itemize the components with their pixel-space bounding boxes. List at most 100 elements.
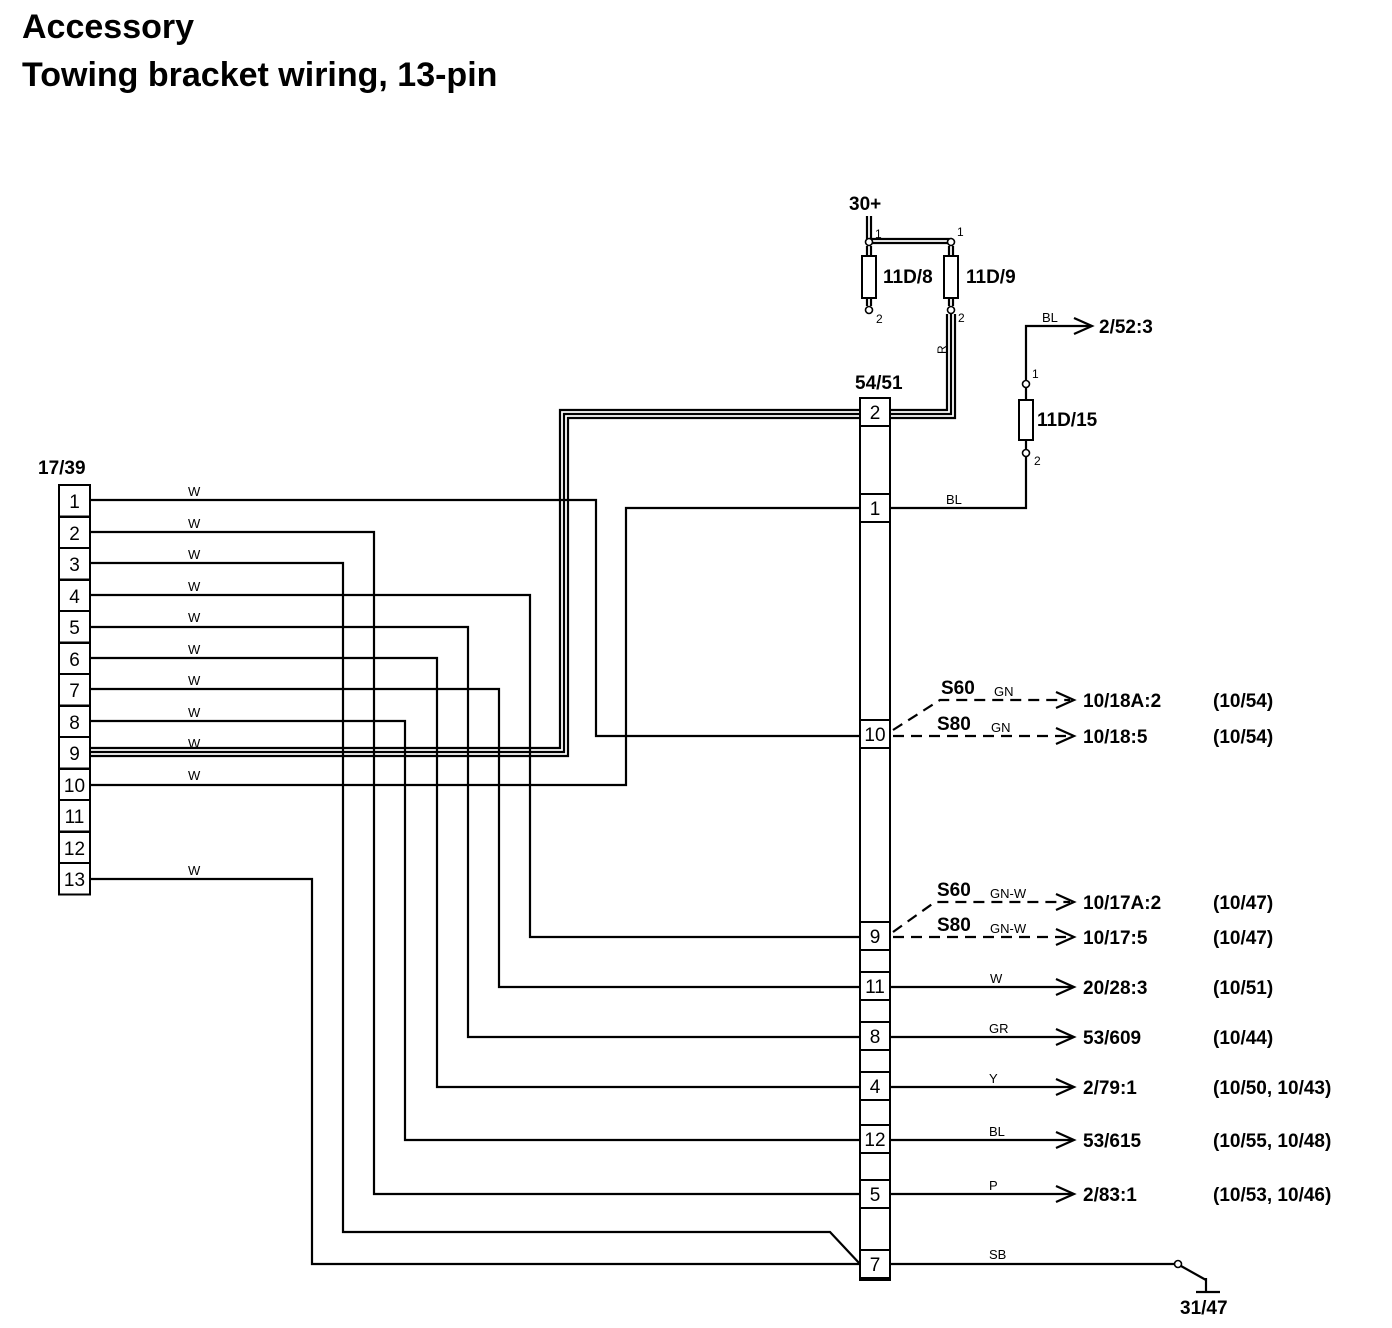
- output-model-label: S60: [941, 678, 975, 699]
- output-wire-color: GN: [994, 684, 1014, 699]
- wire-pin3-to-pin7: [90, 561, 861, 1265]
- feed-wire-r: [890, 314, 949, 412]
- connector-17-39-pin-cell: [58, 705, 91, 739]
- output-wire-color: GN-W: [990, 921, 1027, 936]
- arrow-icon: [1055, 1027, 1077, 1047]
- connector-17-39-pin-number: 11: [65, 807, 85, 828]
- arrow-icon: [1055, 1077, 1077, 1097]
- connector-17-39-pin-number: 2: [69, 524, 80, 545]
- wire-pin2-to-pin5: [90, 530, 860, 1196]
- connector-54-51-pin-cell: [859, 971, 891, 1001]
- fuse-terminal: [864, 305, 874, 315]
- feed-wire-r: [890, 314, 953, 416]
- fuse-11d9-label: 11D/9: [966, 267, 1016, 288]
- output-dest: 20/28:3: [1083, 978, 1147, 999]
- pin1-right-color: BL: [946, 492, 962, 507]
- fuse-11d8-body: [861, 255, 877, 299]
- connector-17-39-pin-number: 4: [69, 587, 80, 608]
- connector-54-51-pin-number: 8: [870, 1027, 881, 1048]
- connector-17-39-label: 17/39: [38, 458, 86, 479]
- wire-pin5-to-pin8: [90, 625, 860, 1039]
- arrow-icon: [1055, 927, 1077, 947]
- output-ref: (10/47): [1213, 893, 1273, 914]
- fuse15-out-wire: [1024, 324, 1090, 380]
- output-ref: (10/50, 10/43): [1213, 1078, 1331, 1099]
- fuse-11d8-pin-top: 1: [875, 227, 882, 241]
- wire-pin8-to-pin12: [90, 719, 860, 1142]
- output-wire-s60-gn: [892, 698, 1070, 731]
- pin1-right-wire: [890, 457, 1028, 510]
- fuse-11d9-pin-bottom: 2: [958, 311, 965, 325]
- wire-pin10-to-pin1: [90, 506, 860, 787]
- ground-switch: [1180, 1265, 1207, 1281]
- wire-color-label: W: [188, 579, 201, 594]
- wire-color-label: W: [188, 642, 201, 657]
- output-ref: (10/47): [1213, 928, 1273, 949]
- arrow-icon: [1055, 1184, 1077, 1204]
- output-ref: (10/54): [1213, 691, 1273, 712]
- connector-17-39-pin-number: 8: [69, 713, 80, 734]
- output-ref: (10/44): [1213, 1028, 1273, 1049]
- wire-pin4-to-pin9: [90, 593, 860, 939]
- fuse-terminal: [946, 305, 956, 315]
- wire-color-label: W: [188, 863, 201, 878]
- connector-54-51-label: 54/51: [855, 373, 903, 394]
- wire-pin7-to-pin11: [90, 687, 860, 989]
- output-wire-color: P: [989, 1178, 998, 1193]
- connector-54-51-pin-number: 1: [870, 499, 881, 520]
- connector-17-39-pin-number: 1: [69, 492, 80, 513]
- wire-color-label: W: [188, 736, 201, 751]
- output-ref: (10/55, 10/48): [1213, 1131, 1331, 1152]
- fuse-11d8-pin-bottom: 2: [876, 312, 883, 326]
- ground-color: SB: [989, 1247, 1006, 1262]
- output-dest: 10/17A:2: [1083, 893, 1161, 914]
- connector-54-51-pin-cell: [859, 1179, 891, 1209]
- wire-pin9-to-pin2: [90, 408, 860, 750]
- output-model-label: S80: [937, 915, 971, 936]
- connector-54-51-pin-number: 7: [870, 1255, 881, 1276]
- output-dest: 2/79:1: [1083, 1078, 1137, 1099]
- arrow-icon: [1055, 726, 1077, 746]
- connector-54-51-pin-number: 12: [864, 1130, 885, 1151]
- output-dest: 10/18A:2: [1083, 691, 1161, 712]
- connector-54-51-pin-cell: [859, 1124, 891, 1154]
- fuse-11d15-pin-top: 1: [1032, 367, 1039, 381]
- output-wire-color: GN-W: [990, 886, 1027, 901]
- wire-color-label: W: [188, 705, 201, 720]
- connector-54-51-pin-cell: [859, 719, 891, 749]
- output-dest: 2/83:1: [1083, 1185, 1137, 1206]
- output-ref: (10/51): [1213, 978, 1273, 999]
- output-wire-color: GR: [989, 1021, 1009, 1036]
- connector-54-51-pin-number: 10: [864, 725, 885, 746]
- connector-54-51-pin-cell: [859, 921, 891, 951]
- wire-pin9-to-pin2: [90, 416, 860, 758]
- connector-54-51-pin-number: 5: [870, 1185, 881, 1206]
- feed-wire-r: [890, 314, 957, 420]
- fuse-terminal: [1021, 379, 1031, 389]
- connector-54-51-pin-number: 4: [870, 1077, 881, 1098]
- connector-17-39-pin-number: 12: [64, 839, 85, 860]
- fuse-terminal: [946, 237, 956, 247]
- wire-color-label: W: [188, 516, 201, 531]
- output-wire-color: W: [990, 971, 1003, 986]
- wire-color-label: W: [188, 768, 201, 783]
- fuse-11d9-pin-top: 1: [957, 225, 964, 239]
- connector-54-51-pin-number: 2: [870, 403, 881, 424]
- output-dest: 10/18:5: [1083, 727, 1148, 748]
- connector-17-39-pin-number: 10: [64, 776, 85, 797]
- wire-pin6-to-pin4: [90, 656, 860, 1089]
- output-wire-s60-gnw: [892, 900, 1070, 933]
- fuse-terminal: [1021, 448, 1031, 458]
- fuse15-dest: 2/52:3: [1099, 317, 1153, 338]
- connector-54-51-pin-cell: [859, 397, 891, 427]
- connector-17-39-pin-number: 9: [69, 744, 80, 765]
- arrow-icon: [1055, 1130, 1077, 1150]
- fuse15-out-color: BL: [1042, 310, 1058, 325]
- output-model-label: S80: [937, 714, 971, 735]
- wire-color-label: W: [188, 673, 201, 688]
- output-dest: 53/609: [1083, 1028, 1141, 1049]
